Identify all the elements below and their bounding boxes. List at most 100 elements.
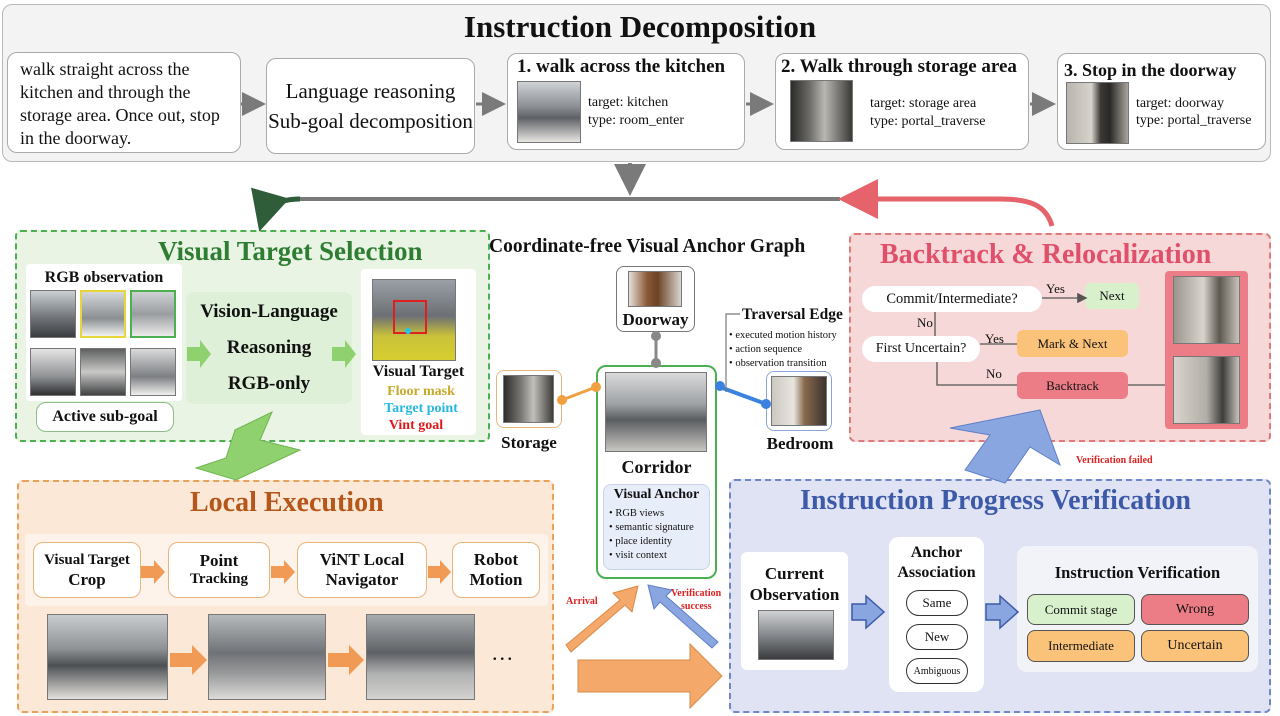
visual-anchor-list: RGB views semantic signature place ident… (609, 507, 694, 563)
legend-target-point: Target point (384, 400, 458, 416)
mark-next-action: Mark & Next (1017, 330, 1128, 357)
subgoal-1-type: type: room_enter (588, 113, 685, 128)
execution-frame-2 (208, 614, 326, 700)
vlm-reasoning-box: Vision-Language Reasoning RGB-only (186, 292, 352, 404)
instruction-text: walk straight across the kitchen and thr… (20, 59, 220, 148)
subgoal-decomposition-label: Sub-goal decomposition (268, 109, 473, 133)
storage-label: Storage (501, 433, 557, 452)
commit-intermediate-question: Commit/Intermediate? (862, 286, 1042, 312)
step-visual-target-crop: Visual Target Crop (33, 542, 141, 598)
active-subgoal-label: Active sub-goal (52, 408, 158, 425)
subgoal-3-type: type: portal_traverse (1136, 113, 1252, 128)
execution-frame-3 (366, 614, 475, 700)
q2-label: First Uncertain? (875, 341, 967, 356)
active-subgoal-badge: Active sub-goal (36, 402, 174, 432)
local-execution-title: Local Execution (190, 487, 384, 518)
traversal-edge-title: Traversal Edge (742, 306, 843, 323)
step-4-line-2: Motion (469, 570, 523, 589)
current-obs-line-1: Current (764, 564, 825, 583)
rgb-view-4 (30, 348, 76, 396)
assoc-same-label: Same (922, 595, 952, 610)
step-1-line-2: Crop (68, 570, 106, 589)
step-robot-motion: Robot Motion (452, 542, 540, 598)
step-3-line-1: ViNT Local (319, 550, 405, 569)
bedroom-image (771, 376, 827, 426)
edge-item: executed motion history (729, 329, 836, 343)
subgoal-2-image (790, 80, 853, 142)
current-obs-line-2: Observation (749, 585, 840, 604)
execution-ellipsis: ... (492, 640, 515, 665)
rgb-view-5 (80, 348, 126, 396)
visual-anchor-title: Visual Anchor (613, 487, 700, 502)
result-wrong-label: Wrong (1175, 601, 1215, 617)
result-uncertain: Uncertain (1141, 630, 1249, 662)
anchor-association-label: Anchor Association (889, 542, 984, 584)
verification-success-label-2: success (681, 601, 712, 612)
instruction-text-box: walk straight across the kitchen and thr… (7, 52, 241, 153)
verification-failed-label: Verification failed (1076, 455, 1153, 466)
step-2-line-2: Tracking (189, 571, 249, 587)
next-label: Next (1099, 288, 1125, 303)
first-uncertain-question: First Uncertain? (862, 336, 980, 362)
rgb-view-2 (80, 290, 126, 338)
subgoal-2-title: 2. Walk through storage area (781, 56, 1017, 77)
assoc-new: New (906, 624, 968, 650)
rgb-view-3 (130, 290, 176, 338)
doorway-label: Doorway (622, 310, 689, 329)
rgb-observation-label: RGB observation (44, 269, 164, 286)
result-uncertain-label: Uncertain (1167, 638, 1223, 653)
edge-node-dot (651, 331, 661, 341)
next-action: Next (1085, 283, 1139, 309)
relocalization-return-arrow (838, 179, 1055, 227)
assoc-same: Same (906, 590, 968, 616)
legend-vint-goal: Vint goal (388, 417, 444, 433)
storage-image (503, 375, 554, 423)
current-observation-label: Current Observation (741, 562, 848, 606)
subgoal-2-target: target: storage area (870, 96, 977, 111)
corridor-image (605, 372, 707, 452)
yes-1-label: Yes (1046, 281, 1065, 296)
anchor-item: RGB views (609, 507, 694, 521)
q1-label: Commit/Intermediate? (886, 290, 1018, 307)
rgb-view-1 (30, 290, 76, 338)
edge-item: action sequence (729, 343, 837, 357)
assoc-new-label: New (924, 629, 950, 644)
anchor-assoc-line-2: Association (897, 564, 976, 581)
result-wrong: Wrong (1141, 594, 1249, 625)
backtrack-title: Backtrack & Relocalization (880, 239, 1212, 270)
subgoal-2-type: type: portal_traverse (870, 114, 986, 129)
yes-2-label: Yes (985, 331, 1004, 346)
decomposition-title: Instruction Decomposition (463, 9, 817, 44)
result-intermediate-label: Intermediate (1048, 638, 1114, 653)
visual-target-image (372, 279, 456, 361)
verification-success-label-1: Verification (671, 588, 722, 599)
step-2-line-1: Point (199, 551, 239, 570)
assoc-ambiguous: Ambiguous (906, 658, 968, 684)
traversal-edge-list: executed motion history action sequence … (729, 329, 837, 371)
vlm-label-3: RGB-only (227, 373, 311, 394)
subgoal-3-target: target: doorway (1136, 96, 1224, 111)
feed-to-vts-arrow (251, 187, 301, 232)
anchor-item: semantic signature (609, 521, 693, 535)
corridor-label: Corridor (621, 456, 692, 477)
language-reasoning-box: Language reasoning Sub-goal decompositio… (266, 58, 475, 154)
relocalization-image-1 (1173, 276, 1240, 344)
result-commit-stage: Commit stage (1027, 594, 1135, 625)
anchor-assoc-line-1: Anchor (910, 544, 963, 561)
vlm-label-1: Vision-Language (200, 301, 338, 322)
verification-title: Instruction Progress Verification (800, 485, 1191, 516)
anchor-item: place identity (609, 535, 694, 549)
subgoal-1-target: target: kitchen (588, 95, 669, 110)
arrival-label: Arrival (566, 596, 598, 607)
local-to-verify-arrow (577, 642, 723, 710)
visual-target-title: Visual Target (372, 363, 465, 380)
graph-title: Coordinate-free Visual Anchor Graph (489, 236, 806, 257)
rgb-observation-grid (30, 290, 178, 398)
backtrack-label: Backtrack (1046, 377, 1099, 393)
no-1-label: No (917, 315, 933, 330)
arrival-arrow (565, 585, 639, 653)
subgoal-1-title: 1. walk across the kitchen (517, 56, 726, 77)
vts-title: Visual Target Selection (158, 236, 423, 266)
step-point-tracking: Point Tracking (168, 542, 270, 598)
relocalization-image-2 (1173, 356, 1240, 424)
